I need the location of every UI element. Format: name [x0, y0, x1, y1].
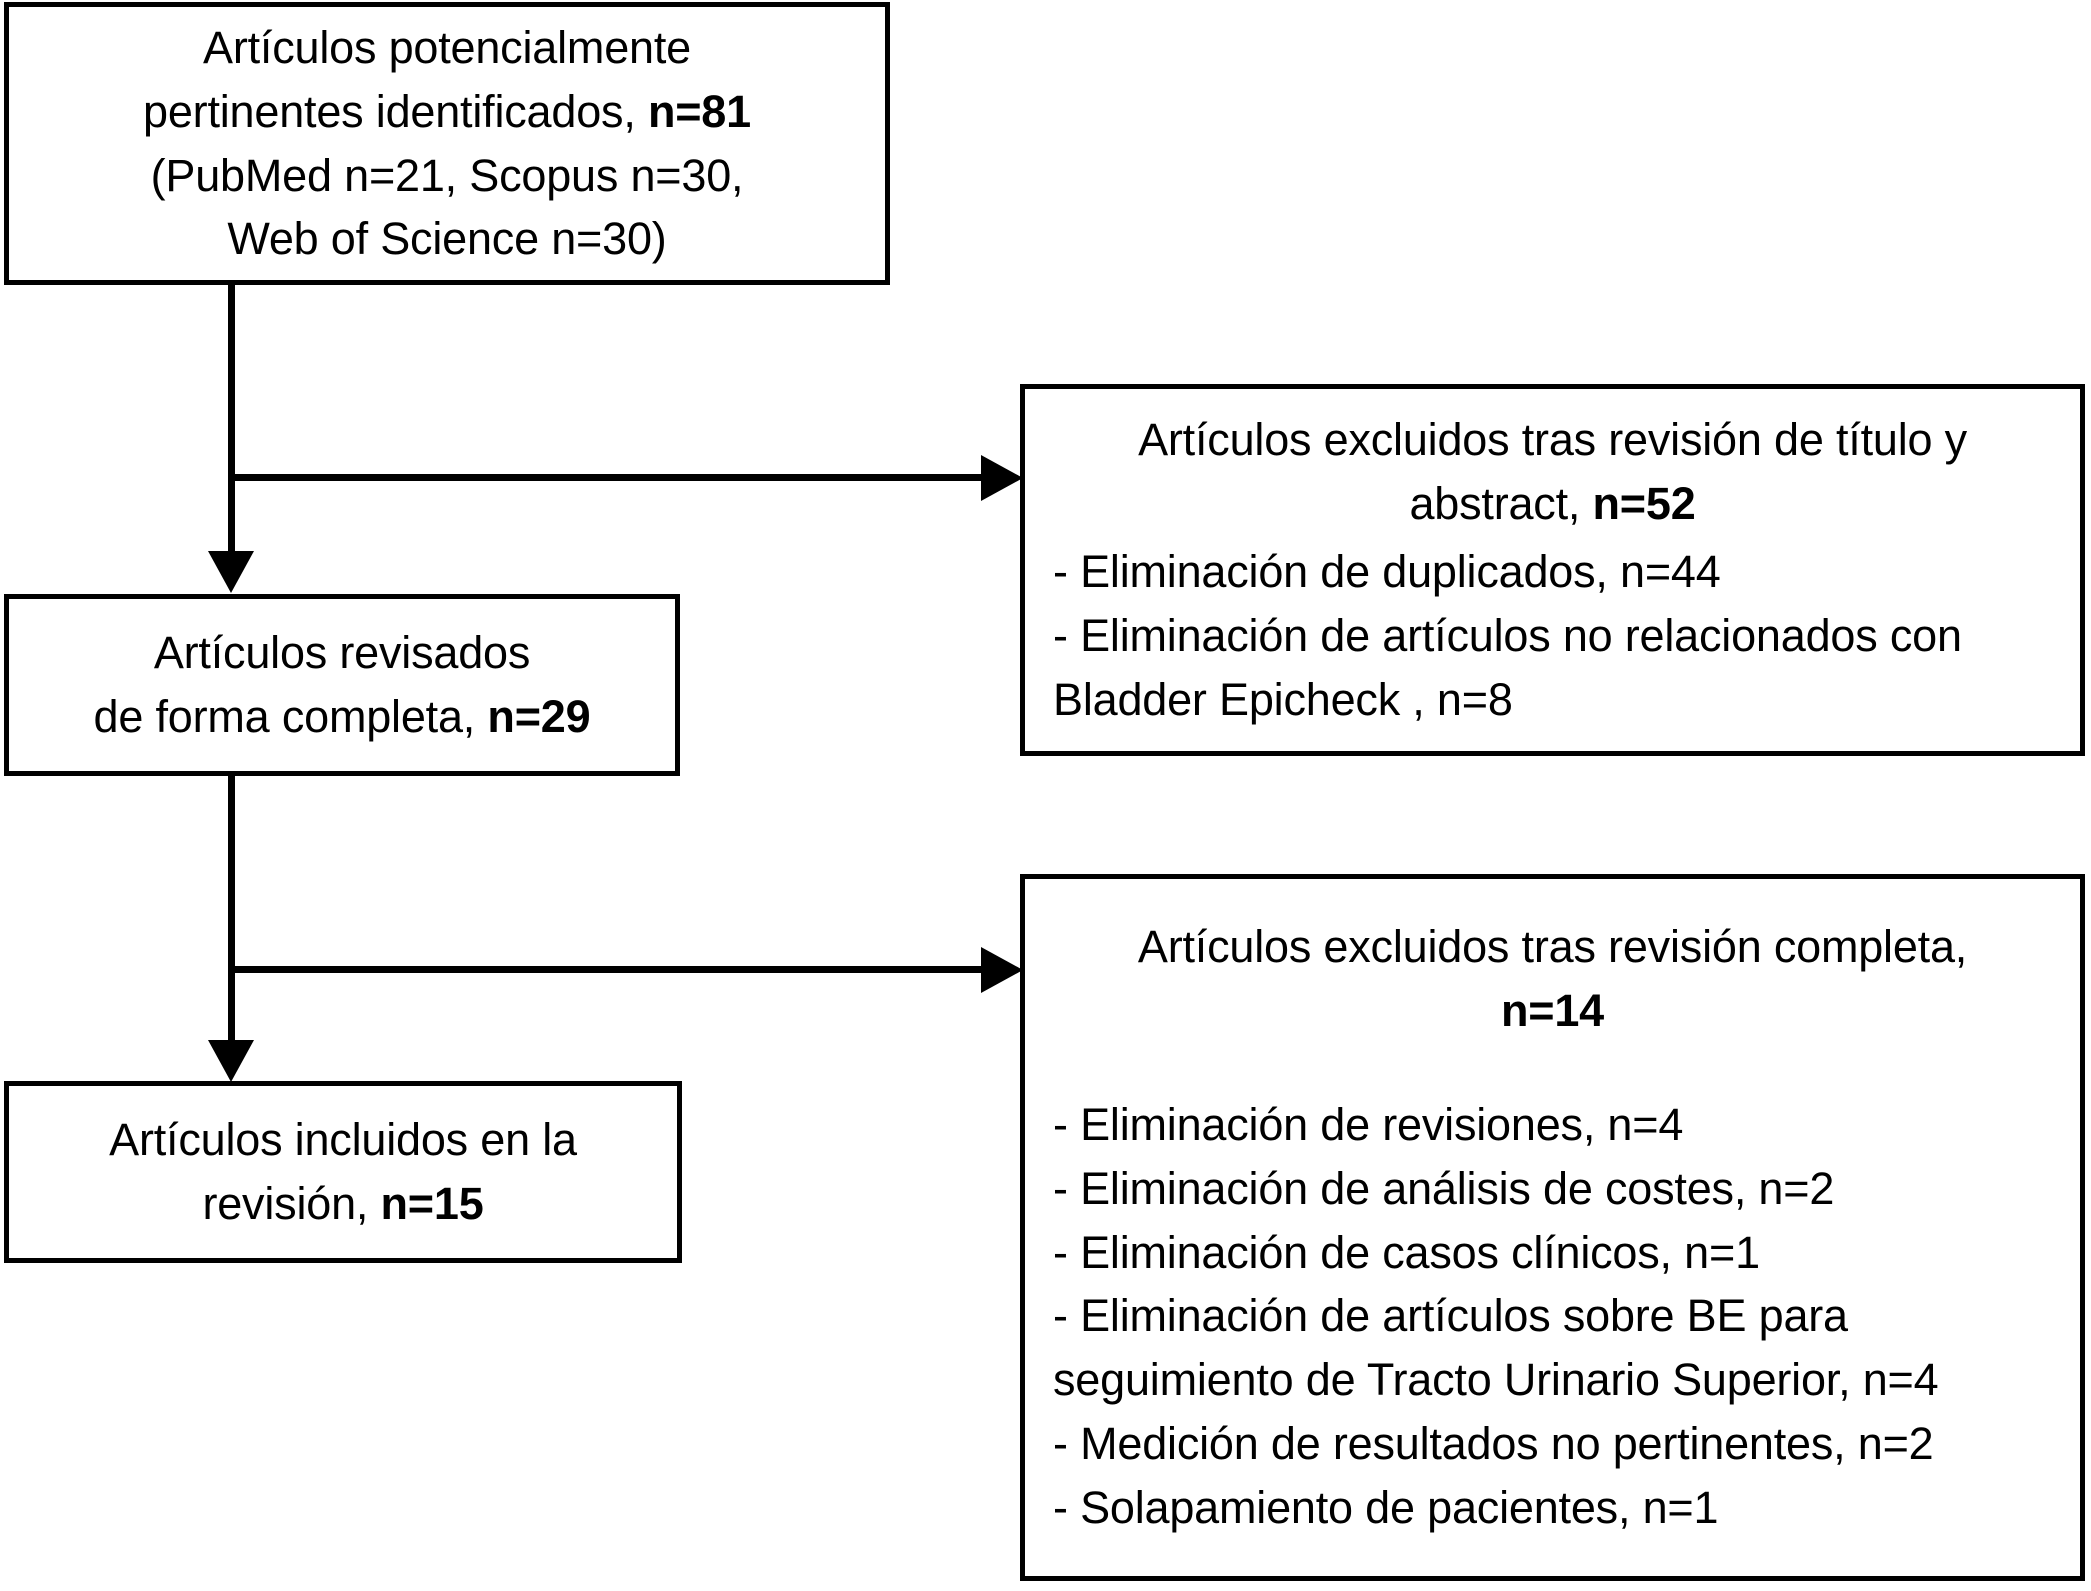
- excluded-full-review-header: Artículos excluidos tras revisión comple…: [1053, 915, 2052, 1043]
- box-identified-line-2: pertinentes identificados, n=81: [35, 80, 859, 144]
- excluded-full-review-n: n=14: [1500, 984, 1605, 1036]
- connector-reviewed-to-included-stem: [228, 776, 235, 1048]
- box-identified-line-3: (PubMed n=21, Scopus n=30,: [150, 149, 744, 201]
- excluded-title-abstract-header-line-2: abstract, n=52: [1053, 472, 2052, 536]
- box-articles-identified: Artículos potencialmente pertinentes ide…: [4, 2, 890, 285]
- connector-identified-to-reviewed-arrowhead: [208, 551, 254, 593]
- connector-identified-to-excluded-arrowhead: [981, 455, 1023, 501]
- excluded-title-abstract-n: n=52: [1592, 478, 1696, 530]
- list-item: - Eliminación de duplicados, n=44: [1053, 546, 1721, 598]
- box-excluded-full-review: Artículos excluidos tras revisión comple…: [1020, 874, 2085, 1581]
- box-reviewed-line-1: Artículos revisados: [153, 627, 531, 679]
- list-item: Bladder Epicheck , n=8: [1053, 673, 1513, 725]
- spacer: [1053, 1047, 2052, 1093]
- list-item: - Eliminación de revisiones, n=4: [1053, 1098, 1684, 1150]
- box-identified-n: n=81: [647, 85, 751, 137]
- excluded-title-abstract-list: - Eliminación de duplicados, n=44 - Elim…: [1053, 540, 2052, 732]
- box-articles-reviewed: Artículos revisados de forma completa, n…: [4, 594, 680, 776]
- box-included-line-1: Artículos incluidos en la: [109, 1114, 577, 1166]
- excluded-title-abstract-header-line-2-text: abstract,: [1409, 478, 1593, 530]
- box-reviewed-n: n=29: [487, 691, 591, 742]
- excluded-title-abstract-header-line-1: Artículos excluidos tras revisión de tít…: [1138, 414, 1967, 466]
- box-identified-line-2-text: pertinentes identificados,: [143, 85, 648, 137]
- connector-reviewed-to-excluded-branch: [228, 966, 988, 973]
- list-item: seguimiento de Tracto Urinario Superior,…: [1053, 1354, 1939, 1406]
- list-item: - Eliminación de análisis de costes, n=2: [1053, 1162, 1835, 1214]
- box-reviewed-line-2-text: de forma completa,: [93, 691, 488, 742]
- connector-identified-to-excluded-branch: [228, 474, 988, 481]
- box-identified-line-1: Artículos potencialmente: [203, 21, 691, 73]
- list-item: - Eliminación de artículos no relacionad…: [1053, 609, 1962, 661]
- excluded-full-review-header-line-1: Artículos excluidos tras revisión comple…: [1137, 920, 1968, 972]
- connector-identified-to-reviewed-stem: [228, 285, 235, 559]
- list-item: - Eliminación de casos clínicos, n=1: [1053, 1226, 1760, 1278]
- box-reviewed-line-2: de forma completa, n=29: [33, 685, 651, 749]
- connector-reviewed-to-excluded-arrowhead: [981, 947, 1023, 993]
- excluded-full-review-list: - Eliminación de revisiones, n=4 - Elimi…: [1053, 1093, 2052, 1540]
- list-item: - Solapamiento de pacientes, n=1: [1053, 1482, 1719, 1534]
- list-item: - Eliminación de artículos sobre BE para: [1053, 1290, 1848, 1342]
- box-excluded-title-abstract: Artículos excluidos tras revisión de tít…: [1020, 384, 2085, 756]
- box-included-n: n=15: [380, 1178, 484, 1229]
- connector-reviewed-to-included-arrowhead: [208, 1040, 254, 1082]
- box-included-line-2: revisión, n=15: [33, 1172, 653, 1236]
- box-identified-line-4: Web of Science n=30): [227, 213, 667, 265]
- box-articles-included: Artículos incluidos en la revisión, n=15: [4, 1081, 682, 1263]
- box-included-line-2-text: revisión,: [202, 1178, 381, 1229]
- list-item: - Medición de resultados no pertinentes,…: [1053, 1418, 1934, 1470]
- excluded-title-abstract-header: Artículos excluidos tras revisión de tít…: [1053, 408, 2052, 536]
